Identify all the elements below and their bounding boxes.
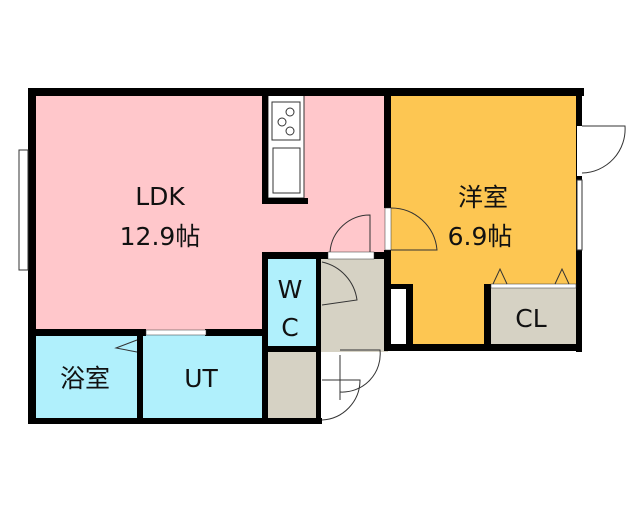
room-utility	[142, 333, 266, 423]
wc-label-c: C	[281, 313, 298, 342]
door-western-exterior[interactable]	[577, 125, 626, 176]
room-bath	[30, 333, 142, 423]
door-wc[interactable]	[321, 261, 358, 306]
utility-label: UT	[184, 364, 218, 393]
window-western	[576, 179, 583, 251]
ldk-size: 12.9帖	[120, 222, 201, 251]
closet-doors[interactable]	[492, 267, 570, 285]
door-western-hall[interactable]	[384, 207, 438, 251]
sliding-door-ut[interactable]	[145, 329, 207, 336]
ldk-label: LDK	[135, 182, 185, 211]
window-ldk	[18, 149, 29, 271]
room-storage	[264, 350, 320, 422]
kitchen-counter	[267, 94, 305, 199]
room-closet	[488, 288, 576, 348]
door-bath[interactable]	[114, 339, 138, 353]
door-entrance[interactable]	[339, 349, 381, 400]
western-label: 洋室	[458, 183, 508, 212]
closet-label: CL	[515, 304, 546, 333]
western-size: 6.9帖	[448, 222, 513, 251]
bath-label: 浴室	[60, 364, 110, 393]
door-ldk-hall[interactable]	[327, 214, 375, 260]
wc-label-w: W	[278, 275, 303, 304]
door-storage[interactable]	[321, 379, 361, 421]
room-wc	[264, 256, 320, 352]
